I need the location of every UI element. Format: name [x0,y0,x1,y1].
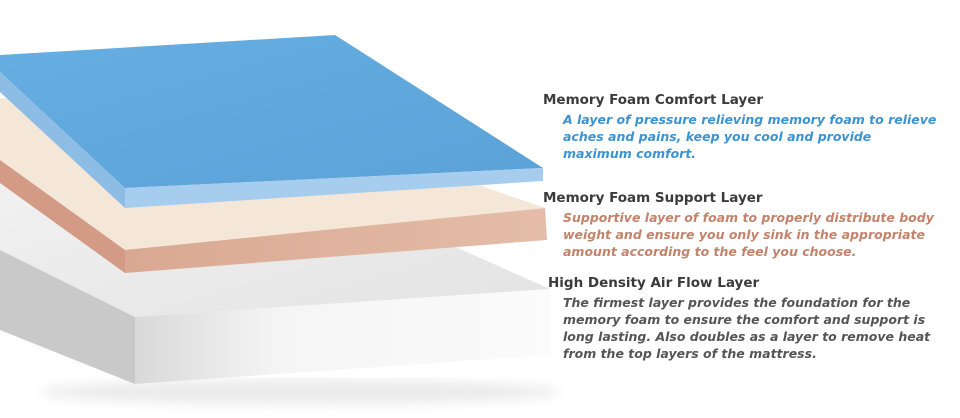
support-layer-front [125,208,547,273]
airflow-layer-side [0,250,135,384]
airflow-layer-front [135,289,550,384]
comfort-layer-front [125,168,543,208]
airflow-layer-description: The firmest layer provides the foundatio… [563,295,931,361]
comfort-layer-slab [0,35,543,208]
comfort-layer-title: Memory Foam Comfort Layer [543,92,764,108]
support-layer-title: Memory Foam Support Layer [543,190,763,206]
comfort-layer-side [0,72,125,208]
comfort-layer-top [0,35,543,188]
airflow-layer-title: High Density Air Flow Layer [548,275,760,291]
comfort-layer-callout: Memory Foam Comfort Layer A layer of pre… [543,91,943,162]
comfort-layer-description: A layer of pressure relieving memory foa… [563,112,937,161]
support-layer-description: Supportive layer of foam to properly dis… [563,210,934,259]
airflow-layer-shadow [40,380,560,404]
support-layer-side [0,160,125,273]
support-layer-callout: Memory Foam Support Layer Supportive lay… [543,189,943,260]
airflow-layer-callout: High Density Air Flow Layer The firmest … [548,274,948,362]
